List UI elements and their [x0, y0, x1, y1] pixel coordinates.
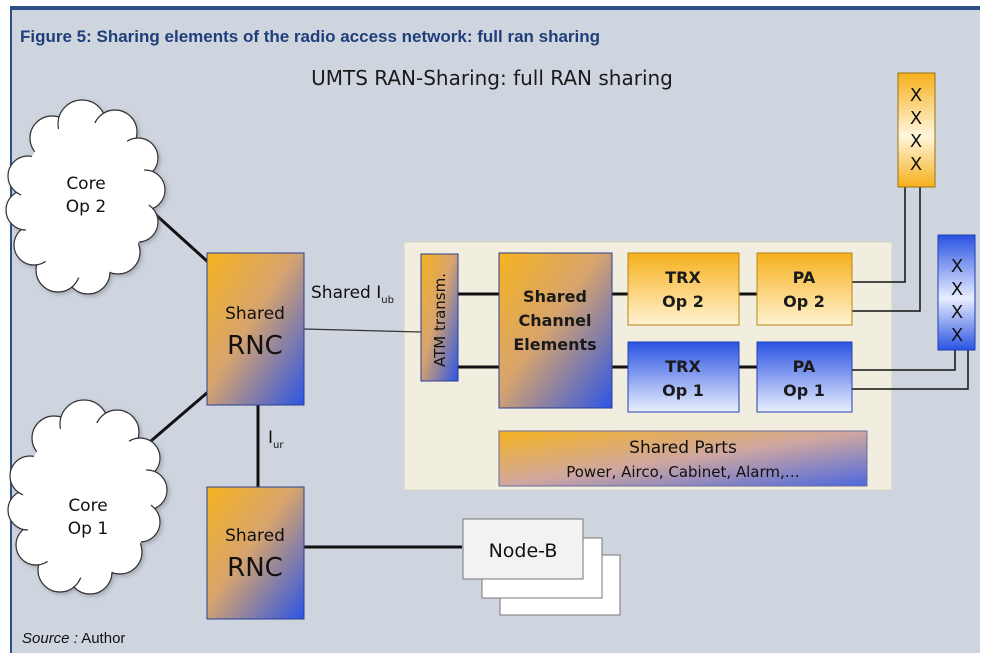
shared-channel-elements [498, 252, 613, 409]
svg-text:X: X [910, 108, 922, 129]
antenna-op2-elements: X X X X [910, 85, 922, 175]
shared-parts-title: Shared Parts [629, 438, 737, 458]
trx-op2-label: TRX [665, 268, 701, 287]
svg-text:X: X [910, 131, 922, 152]
shared-parts-box [498, 430, 868, 487]
source-caption: Source : Author [22, 630, 125, 647]
antenna-op1 [937, 234, 976, 351]
channel-elements-line2: Channel [518, 311, 591, 330]
channel-elements-line1: Shared [523, 287, 587, 306]
channel-elements-line3: Elements [513, 335, 596, 354]
core-op1-label: Core [68, 496, 107, 516]
core-op1-cloud [7, 399, 168, 595]
diagram-title: UMTS RAN-Sharing: full RAN sharing [311, 66, 673, 90]
shared-rnc-top-label: Shared [225, 304, 285, 324]
svg-text:X: X [951, 302, 963, 323]
figure-title: Figure 5: Sharing elements of the radio … [9, 6, 981, 46]
node-b-label: Node-B [489, 540, 558, 562]
shared-rnc-bottom-label: Shared [225, 526, 285, 546]
shared-rnc-bottom-sublabel: RNC [227, 553, 283, 583]
shared-rnc-top [206, 252, 305, 406]
pa-op1-box [756, 341, 853, 413]
trx-op1-label: TRX [665, 357, 701, 376]
trx-op1-sublabel: Op 1 [662, 381, 704, 400]
trx-op2-box [627, 252, 740, 326]
iub-link [303, 328, 422, 333]
shared-rnc-top-sublabel: RNC [227, 331, 283, 361]
svg-text:X: X [910, 154, 922, 175]
antenna-op1-elements: X X X X [951, 256, 963, 346]
pa-op2-label: PA [793, 268, 816, 287]
iub-label: Shared Iub [311, 283, 394, 306]
core-op2-cloud [5, 99, 166, 295]
node-b-stack [462, 518, 621, 616]
svg-text:X: X [951, 325, 963, 346]
pa-op1-sublabel: Op 1 [783, 381, 825, 400]
trx-op1-box [627, 341, 740, 413]
svg-text:X: X [951, 279, 963, 300]
atm-transmission-box [420, 253, 459, 382]
shared-rnc-bottom [206, 486, 305, 620]
pa-op1-label: PA [793, 357, 816, 376]
trx-op2-sublabel: Op 2 [662, 292, 704, 311]
svg-text:X: X [910, 85, 922, 106]
iur-label: Iur [268, 428, 284, 451]
atm-transmission-label: ATM transm. [431, 273, 449, 367]
shared-parts-items: Power, Airco, Cabinet, Alarm,… [566, 463, 800, 481]
core-op2-label: Core [66, 174, 105, 194]
pa-op2-box [756, 252, 853, 326]
antenna-op2 [897, 72, 936, 188]
source-value: Author [77, 630, 126, 647]
core-op2-sublabel: Op 2 [66, 197, 106, 217]
panel-links [458, 292, 757, 369]
antenna-feeders [852, 187, 969, 390]
pa-op2-sublabel: Op 2 [783, 292, 825, 311]
core-op1-sublabel: Op 1 [68, 519, 108, 539]
svg-text:X: X [951, 256, 963, 277]
source-label: Source : [22, 630, 78, 647]
